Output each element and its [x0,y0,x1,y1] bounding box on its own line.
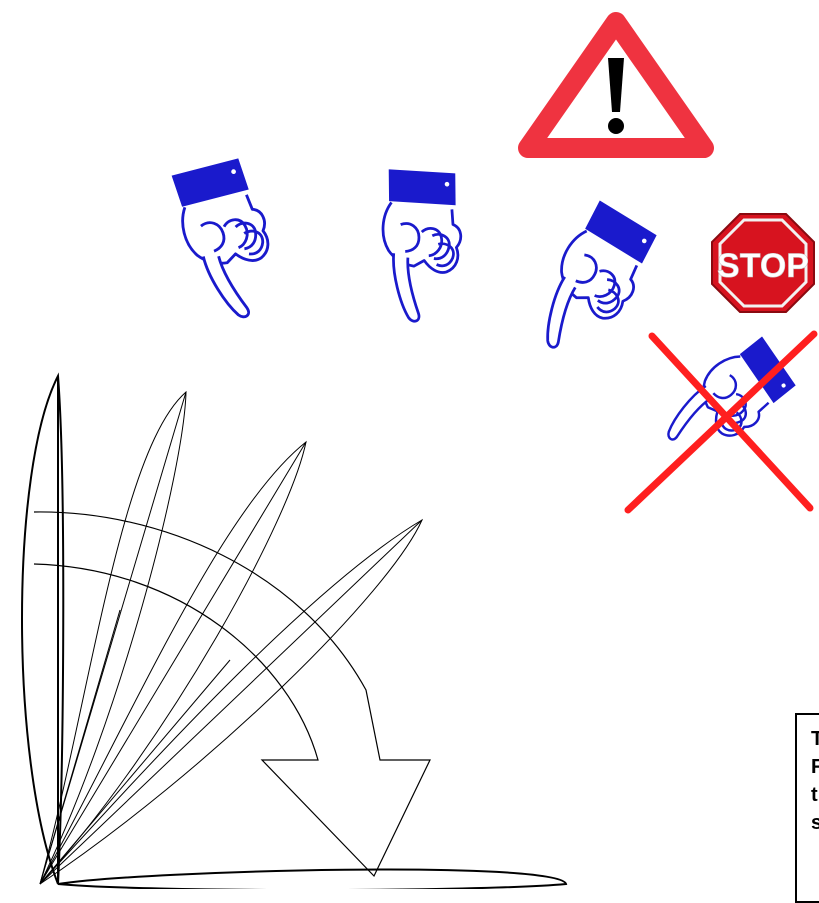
rotation-diagram [22,376,566,889]
pointing-hand-1 [172,157,278,324]
cross-out-icon [628,334,814,510]
warning-sign [528,22,704,148]
pointing-hand-2 [365,163,472,327]
note-line-2: F [811,753,819,781]
note-line-1: T [811,725,819,753]
note-box: T F t s [795,713,819,903]
stop-label: STOP [717,247,809,285]
note-line-3: t [811,781,819,809]
pointing-hand-3 [511,196,669,366]
stop-sign: STOP [712,214,814,312]
petal-horizontal [58,870,566,889]
note-line-4: s [811,809,819,837]
